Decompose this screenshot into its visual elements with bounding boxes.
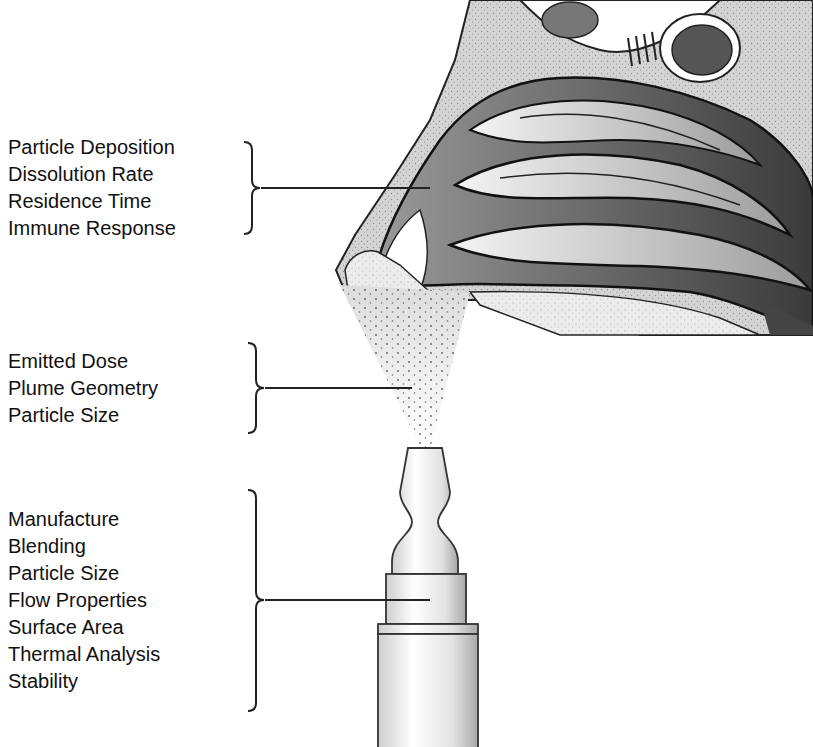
property-label: Emitted Dose: [8, 348, 128, 375]
property-label: Plume Geometry: [8, 375, 158, 402]
brackets-part: [248, 343, 264, 433]
property-label: Dissolution Rate: [8, 161, 154, 188]
property-label: Flow Properties: [8, 587, 147, 614]
spray-device-part: [378, 624, 478, 634]
brackets-part: [248, 490, 264, 711]
property-label: Particle Deposition: [8, 134, 175, 161]
sinus: [542, 2, 740, 82]
property-label: Surface Area: [8, 614, 124, 641]
brackets: [244, 142, 430, 711]
olfactory-fibres-part: [628, 38, 632, 66]
property-label: Residence Time: [8, 188, 151, 215]
spray-plume-part: [340, 285, 470, 450]
property-label: Particle Size: [8, 402, 119, 429]
spray-device-part: [378, 634, 478, 747]
olfactory-fibres-part: [652, 32, 656, 60]
olfactory-fibres-part: [636, 36, 640, 64]
palate: [470, 292, 813, 335]
sinus-part: [672, 25, 732, 75]
brackets-part: [244, 142, 260, 234]
turbinates-part: [450, 224, 810, 290]
palate-part: [760, 300, 813, 335]
sinus-part: [660, 14, 740, 82]
property-label: Immune Response: [8, 215, 176, 242]
spray-plume-part: [340, 285, 470, 450]
turbinates-part: [520, 114, 720, 150]
spray-plume: [340, 285, 470, 450]
property-label: Thermal Analysis: [8, 641, 160, 668]
olfactory-fibres-part: [644, 34, 648, 62]
brackets-part: [261, 187, 430, 189]
turbinates-part: [455, 155, 790, 235]
property-label: Particle Size: [8, 560, 119, 587]
palate-part: [470, 292, 760, 335]
head-tissue-part: [336, 0, 813, 335]
spray-device-part: [392, 448, 458, 574]
head-tissue: [336, 0, 813, 335]
spray-device: [378, 448, 478, 747]
brackets-part: [265, 599, 430, 601]
turbinates-part: [500, 173, 740, 205]
olfactory-fibres: [628, 32, 656, 66]
brackets-part: [265, 387, 412, 389]
sinus-part: [542, 2, 598, 38]
property-label: Manufacture: [8, 506, 119, 533]
property-label: Stability: [8, 668, 78, 695]
property-label: Blending: [8, 533, 86, 560]
turbinates: [450, 100, 810, 290]
